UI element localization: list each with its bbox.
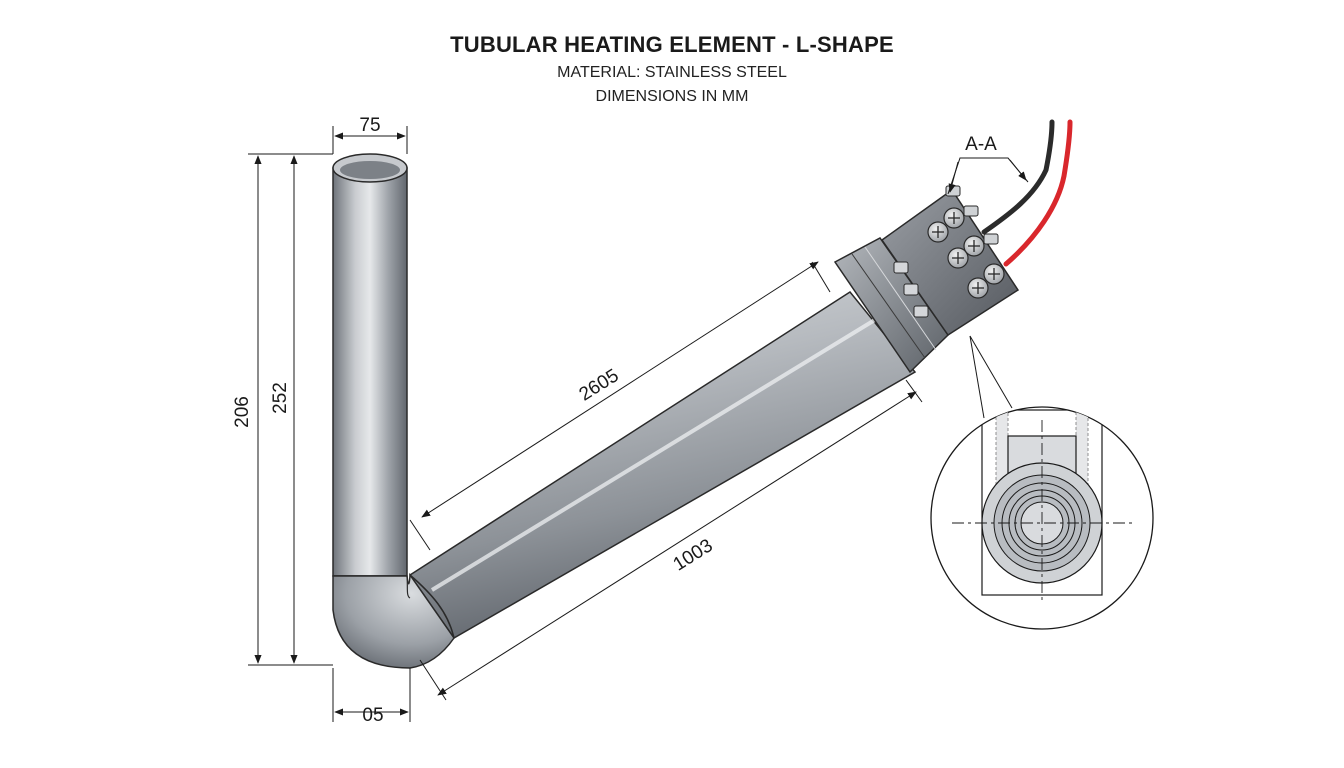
section-detail [930, 406, 1154, 630]
section-label: A-A [965, 134, 997, 155]
dim-lower-length: 1003 [670, 535, 717, 575]
title-block: TUBULAR HEATING ELEMENT - L-SHAPE MATERI… [0, 32, 1344, 106]
lead-wires [981, 119, 1073, 267]
dimension-lines [248, 126, 1029, 722]
dim-upper-length: 2605 [576, 365, 623, 405]
screw-icon [967, 277, 989, 299]
dim-bottom-width: 05 [362, 705, 383, 726]
screw-icon [943, 207, 965, 229]
screw-icon [947, 247, 969, 269]
screw-icon [963, 235, 985, 257]
screw-icon [927, 221, 949, 243]
dim-top-width: 75 [359, 115, 380, 136]
screw-icon [983, 263, 1005, 285]
dim-outer-height: 206 [232, 396, 253, 428]
terminal-screws [927, 207, 1005, 299]
drawing-title: TUBULAR HEATING ELEMENT - L-SHAPE [450, 32, 894, 57]
black-wire [981, 119, 1055, 235]
red-wire [1003, 119, 1073, 267]
units-note: DIMENSIONS IN MM [595, 88, 749, 105]
diagonal-tube [408, 291, 917, 639]
material-note: MATERIAL: STAINLESS STEEL [557, 64, 787, 81]
dim-inner-height: 252 [270, 382, 291, 414]
vertical-tube [332, 153, 408, 577]
